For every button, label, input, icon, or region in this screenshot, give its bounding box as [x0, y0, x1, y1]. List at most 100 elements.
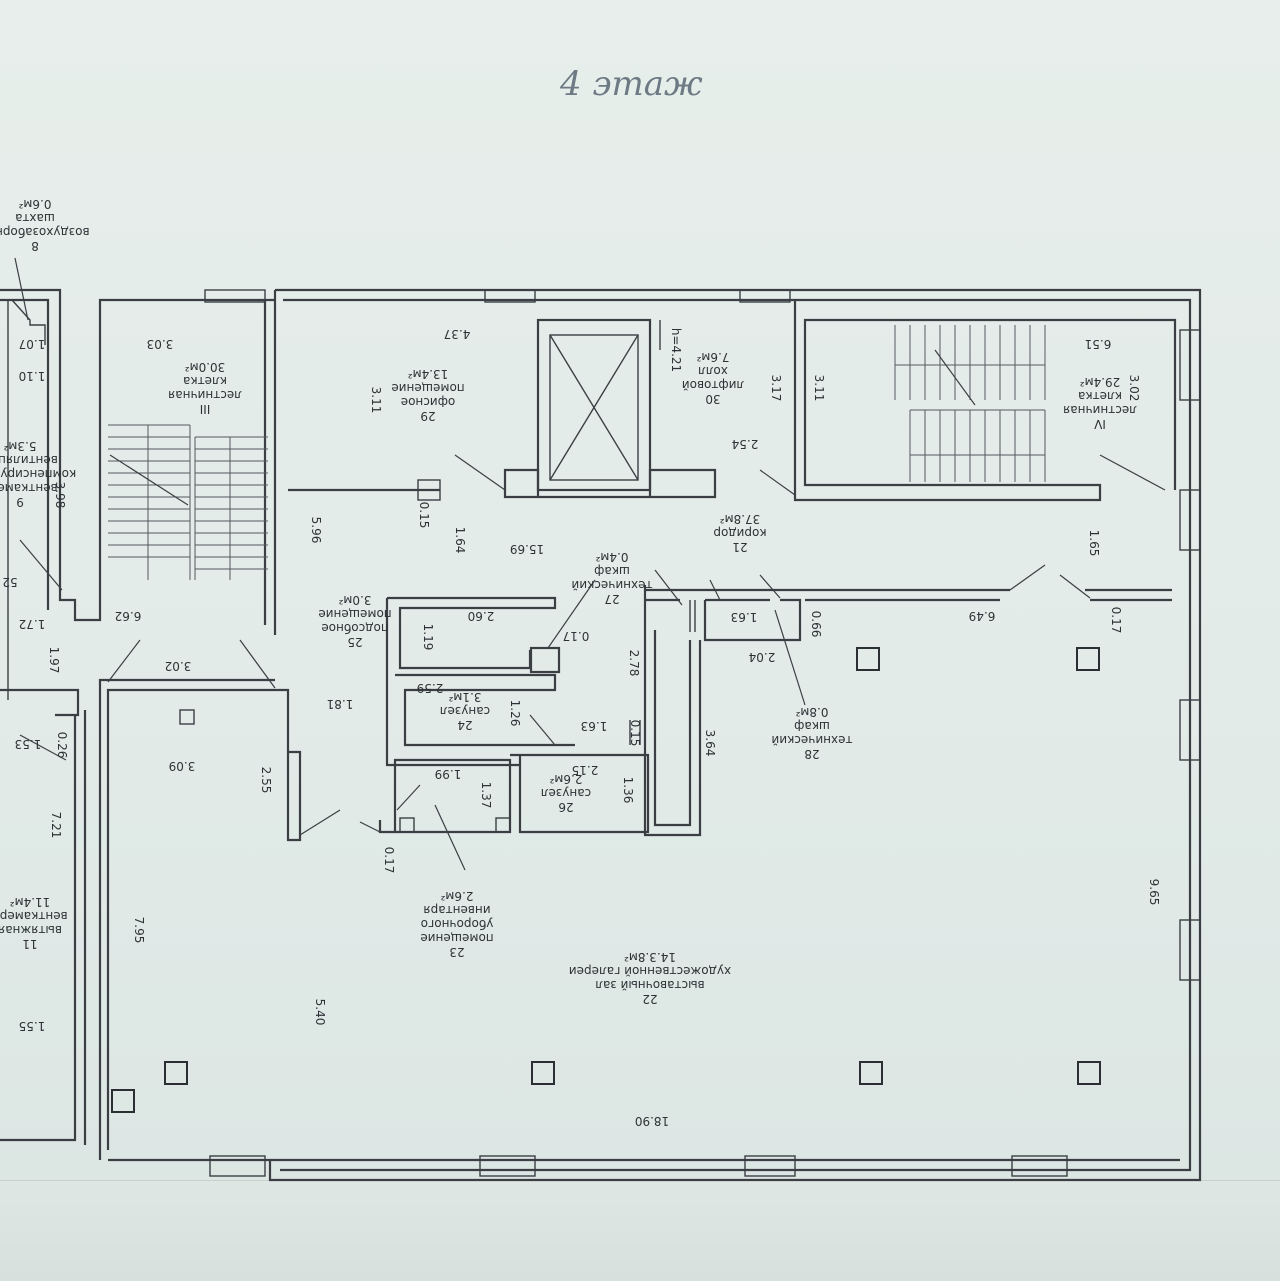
dim-1-26: 1.26 [508, 700, 522, 727]
svg-text:24: 24 [457, 718, 472, 732]
column [111, 1089, 135, 1113]
svg-text:0.8м²: 0.8м² [795, 705, 828, 719]
svg-text:шкаф: шкаф [794, 719, 830, 733]
svg-text:вытяжная: вытяжная [0, 923, 62, 937]
dim-1-99: 1.99 [435, 767, 462, 781]
svg-text:27: 27 [604, 592, 619, 606]
dim-1-63a: 1.63 [731, 610, 758, 624]
svg-text:13.4м²: 13.4м² [408, 367, 449, 381]
dim-1-81: 1.81 [327, 697, 354, 711]
dim-1-07: 1.07 [19, 337, 46, 351]
columns [111, 647, 1101, 1113]
room-22-label: 22 выставочный зал художественной галере… [569, 950, 731, 1006]
dim-4-37: 4.37 [444, 327, 471, 341]
svg-text:воздухозаборная: воздухозаборная [0, 225, 90, 239]
dim-0-17b: 0.17 [1109, 607, 1123, 634]
column [531, 1061, 555, 1085]
room-9-label: 9 венткамера компенсирующей вентиляции 5… [0, 439, 76, 509]
column [1076, 647, 1100, 671]
room-23-label: 23 помещение уборочного инвентаря 2.6м² [420, 889, 493, 959]
svg-text:шахта: шахта [15, 211, 55, 225]
svg-text:11: 11 [22, 937, 37, 951]
column [1077, 1061, 1101, 1085]
room-11-label: 11 вытяжная венткамера 11.4м² [0, 895, 68, 951]
dim-3-03: 3.03 [147, 337, 174, 351]
column [856, 647, 880, 671]
svg-text:9: 9 [16, 495, 24, 509]
svg-text:2.6м²: 2.6м² [440, 889, 473, 903]
svg-text:лестничная: лестничная [1063, 403, 1137, 417]
dim-5-96: 5.96 [309, 517, 323, 544]
dim-2-54: 2.54 [732, 437, 759, 451]
svg-text:клетка: клетка [183, 374, 227, 388]
dim-2-55: 2.55 [259, 767, 273, 794]
dim-2-15: 2.15 [572, 763, 599, 777]
svg-text:29: 29 [420, 409, 435, 423]
room-27-label: 27 технический шкаф 0.4м² [571, 550, 652, 606]
dim-6-62: 6.62 [115, 609, 142, 623]
svg-text:лестничная: лестничная [168, 388, 242, 402]
column [859, 1061, 883, 1085]
room-28-label: 28 технический шкаф 0.8м² [771, 705, 852, 761]
dim-7-95: 7.95 [132, 917, 146, 944]
svg-text:30.0м²: 30.0м² [185, 360, 226, 374]
dim-3-02b: 3.02 [165, 659, 192, 673]
dim-3-17: 3.17 [769, 375, 783, 402]
svg-text:5.3м²: 5.3м² [3, 439, 36, 453]
dim-2-04: 2.04 [749, 650, 776, 664]
dim-h: h=4.21 [669, 328, 683, 372]
dim-15-69: 15.69 [510, 542, 544, 556]
dim-2-78: 2.78 [627, 650, 641, 677]
floor-title: 4 этаж [559, 64, 703, 104]
svg-text:III: III [200, 402, 211, 416]
dim-0-17a: 0.17 [563, 629, 590, 643]
dim-3-02a: 3.02 [1127, 375, 1141, 402]
room-8-label: 8 воздухозаборная шахта 0.6м² [0, 197, 90, 253]
svg-text:инвентаря: инвентаря [423, 903, 490, 917]
svg-text:3.1м²: 3.1м² [448, 690, 481, 704]
svg-text:офисное: офисное [401, 395, 456, 409]
svg-text:технический: технический [771, 733, 852, 747]
svg-text:клетка: клетка [1078, 389, 1122, 403]
svg-text:23: 23 [449, 945, 464, 959]
dim-5-40: 5.40 [313, 999, 327, 1026]
svg-text:30: 30 [705, 392, 720, 406]
dim-1-63b: 1.63 [581, 719, 608, 733]
dim-1-19: 1.19 [421, 624, 435, 651]
svg-text:санузел: санузел [541, 786, 591, 800]
svg-text:22: 22 [642, 992, 657, 1006]
door-swings [14, 257, 1166, 871]
svg-text:21: 21 [732, 540, 747, 554]
room-29-label: 29 офисное помещение 13.4м² [391, 367, 464, 423]
dim-3-98: 3.98 [53, 482, 67, 509]
dim-9-65: 9.65 [1147, 879, 1161, 906]
svg-text:26: 26 [558, 800, 573, 814]
svg-text:венткамера: венткамера [0, 481, 58, 495]
stair-iii [108, 424, 268, 580]
dim-1-55: 1.55 [19, 1019, 46, 1033]
svg-text:2.6м²: 2.6м² [549, 772, 582, 786]
outer-walls [0, 288, 1202, 1182]
dim-1-65: 1.65 [1087, 530, 1101, 557]
dim-1-72: 1.72 [19, 617, 46, 631]
svg-text:29.4м²: 29.4м² [1080, 375, 1121, 389]
dim-0-17c: 0.17 [382, 847, 396, 874]
svg-text:венткамера: венткамера [0, 909, 68, 923]
room-26-label: 26 санузел 2.6м² [541, 772, 591, 814]
dim-18-90: 18.90 [635, 1114, 669, 1128]
dim-3-11b: 3.11 [812, 375, 826, 402]
svg-text:компенсирующей: компенсирующей [0, 467, 76, 481]
dim-3-09: 3.09 [169, 759, 196, 773]
dim-1-64: 1.64 [453, 527, 467, 554]
room-25-label: 25 подсобное помещение 3.0м² [318, 593, 391, 649]
dim-2-60: 2.60 [468, 609, 495, 623]
dim-3-64: 3.64 [703, 730, 717, 757]
svg-text:IV: IV [1093, 417, 1106, 431]
room-21-label: 21 коридор 37.8м² [713, 512, 766, 554]
svg-text:шкаф: шкаф [594, 564, 630, 578]
room-labels: 8 воздухозаборная шахта 0.6м² 9 венткаме… [0, 197, 1137, 1006]
dim-2-59: 2.59 [417, 681, 444, 695]
room-30-label: 30 лифтовой холл 7.6м² [682, 350, 744, 406]
